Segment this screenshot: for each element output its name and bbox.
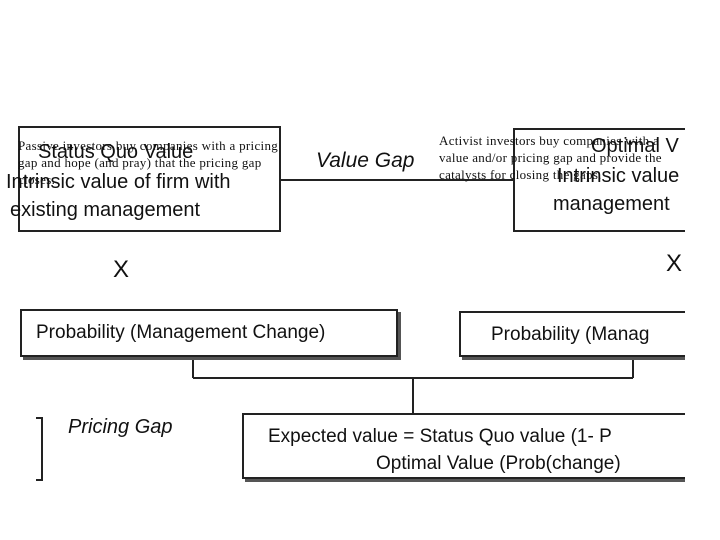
left-probability-box: Probability (Management Change) (20, 309, 398, 357)
right-multiply-sign: X (666, 250, 683, 277)
passive-investors-note: Passive investors buy companies with a p… (18, 138, 279, 187)
right-region: Optimal V Intrinsic value management X P… (242, 128, 685, 479)
status-quo-line-2: Intrinsic value of firm with (6, 171, 231, 193)
left-multiply-sign: X (113, 256, 130, 283)
status-quo-title: Status Quo Value (38, 141, 194, 163)
expected-value-box: Expected value = Status Quo value (1- P … (242, 413, 685, 479)
pricing-gap-bracket (36, 417, 43, 481)
pricing-gap-label: Pricing Gap (68, 416, 173, 438)
value-gap-label: Value Gap (316, 149, 415, 172)
right-probability-box: Probability (Manag (459, 311, 685, 357)
right-probability-label: Probability (Manag (491, 324, 650, 345)
activist-investors-note: Activist investors buy companies with a … (439, 133, 662, 182)
optimal-value-line-3: management (553, 193, 670, 215)
optimal-value-line-2: Intrinsic value (557, 165, 680, 187)
status-quo-line-3: existing management (10, 199, 201, 221)
expected-value-line-2: Optimal Value (Prob(change) (376, 453, 621, 474)
left-probability-label: Probability (Management Change) (36, 322, 326, 343)
status-quo-value-box: Status Quo Value Intrinsic value of firm… (6, 126, 281, 232)
optimal-value-box: Optimal V Intrinsic value management (513, 128, 685, 232)
expected-value-line-1: Expected value = Status Quo value (1- P (268, 426, 612, 447)
optimal-value-title: Optimal V (591, 135, 679, 157)
